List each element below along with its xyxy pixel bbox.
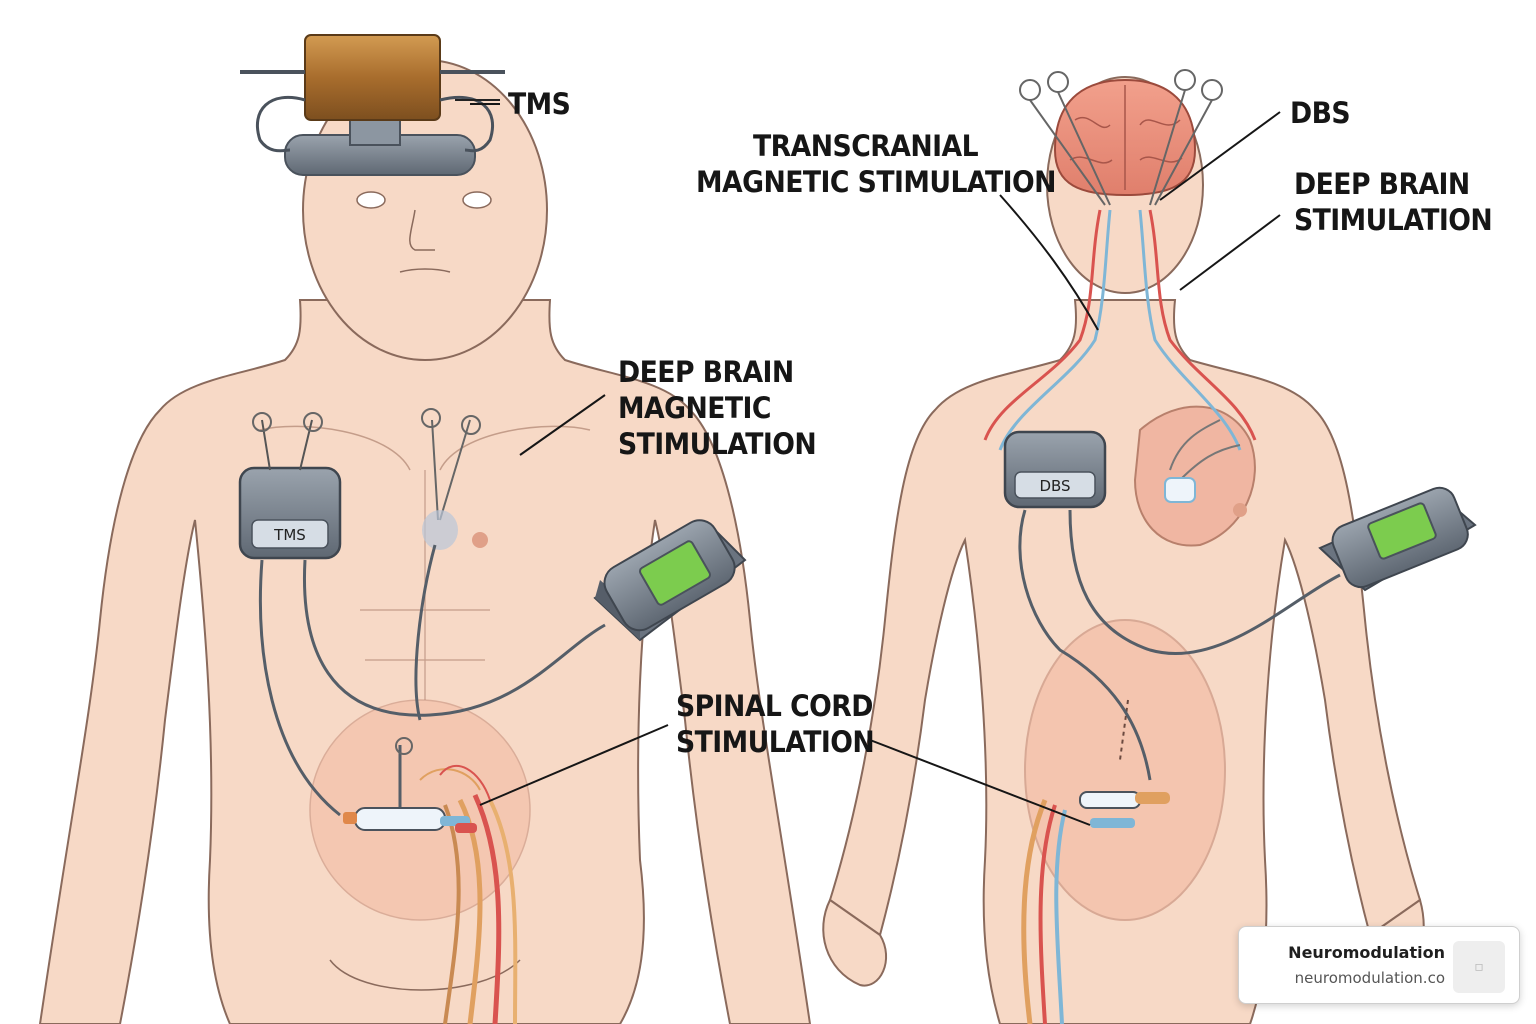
source-title: Neuromodulation: [1288, 943, 1445, 962]
dbs-label: DBS: [1290, 96, 1351, 130]
left-spinal-electrode: [343, 764, 518, 1024]
left-device-label: TMS: [273, 526, 306, 544]
deep-brain-magnetic-stimulation-label: DEEP BRAIN MAGNETIC STIMULATION: [618, 355, 817, 461]
right-external-controller: [1318, 486, 1477, 592]
image-icon: ▫: [1474, 959, 1484, 975]
right-device-label: DBS: [1039, 477, 1070, 495]
right-nerves: [983, 209, 1257, 1024]
leader-lines: [470, 103, 1281, 826]
right-spinal-electrode: [1079, 791, 1170, 828]
source-thumbnail: ▫: [1453, 941, 1505, 993]
right-body-figure: [822, 76, 1425, 1024]
deep-brain-stimulation-label: DEEP BRAIN STIMULATION: [1294, 167, 1493, 237]
source-card[interactable]: Neuromodulation neuromodulation.co ▫: [1238, 926, 1520, 1004]
tms-coil-icon: [240, 34, 505, 176]
tms-label: TMS: [508, 87, 571, 121]
source-url[interactable]: neuromodulation.co: [1294, 969, 1445, 987]
transcranial-magnetic-stimulation-label: TRANSCRANIAL MAGNETIC STIMULATION: [696, 129, 1056, 199]
left-leads: [258, 544, 606, 820]
right-leads: [1018, 509, 1341, 781]
dbs-electrodes: [1019, 69, 1223, 206]
right-implant-device: DBS: [1003, 419, 1241, 509]
left-external-controller: [593, 519, 747, 642]
spinal-cord-stimulation-label: SPINAL CORD STIMULATION: [676, 689, 875, 759]
left-implant-device: TMS: [238, 408, 481, 560]
